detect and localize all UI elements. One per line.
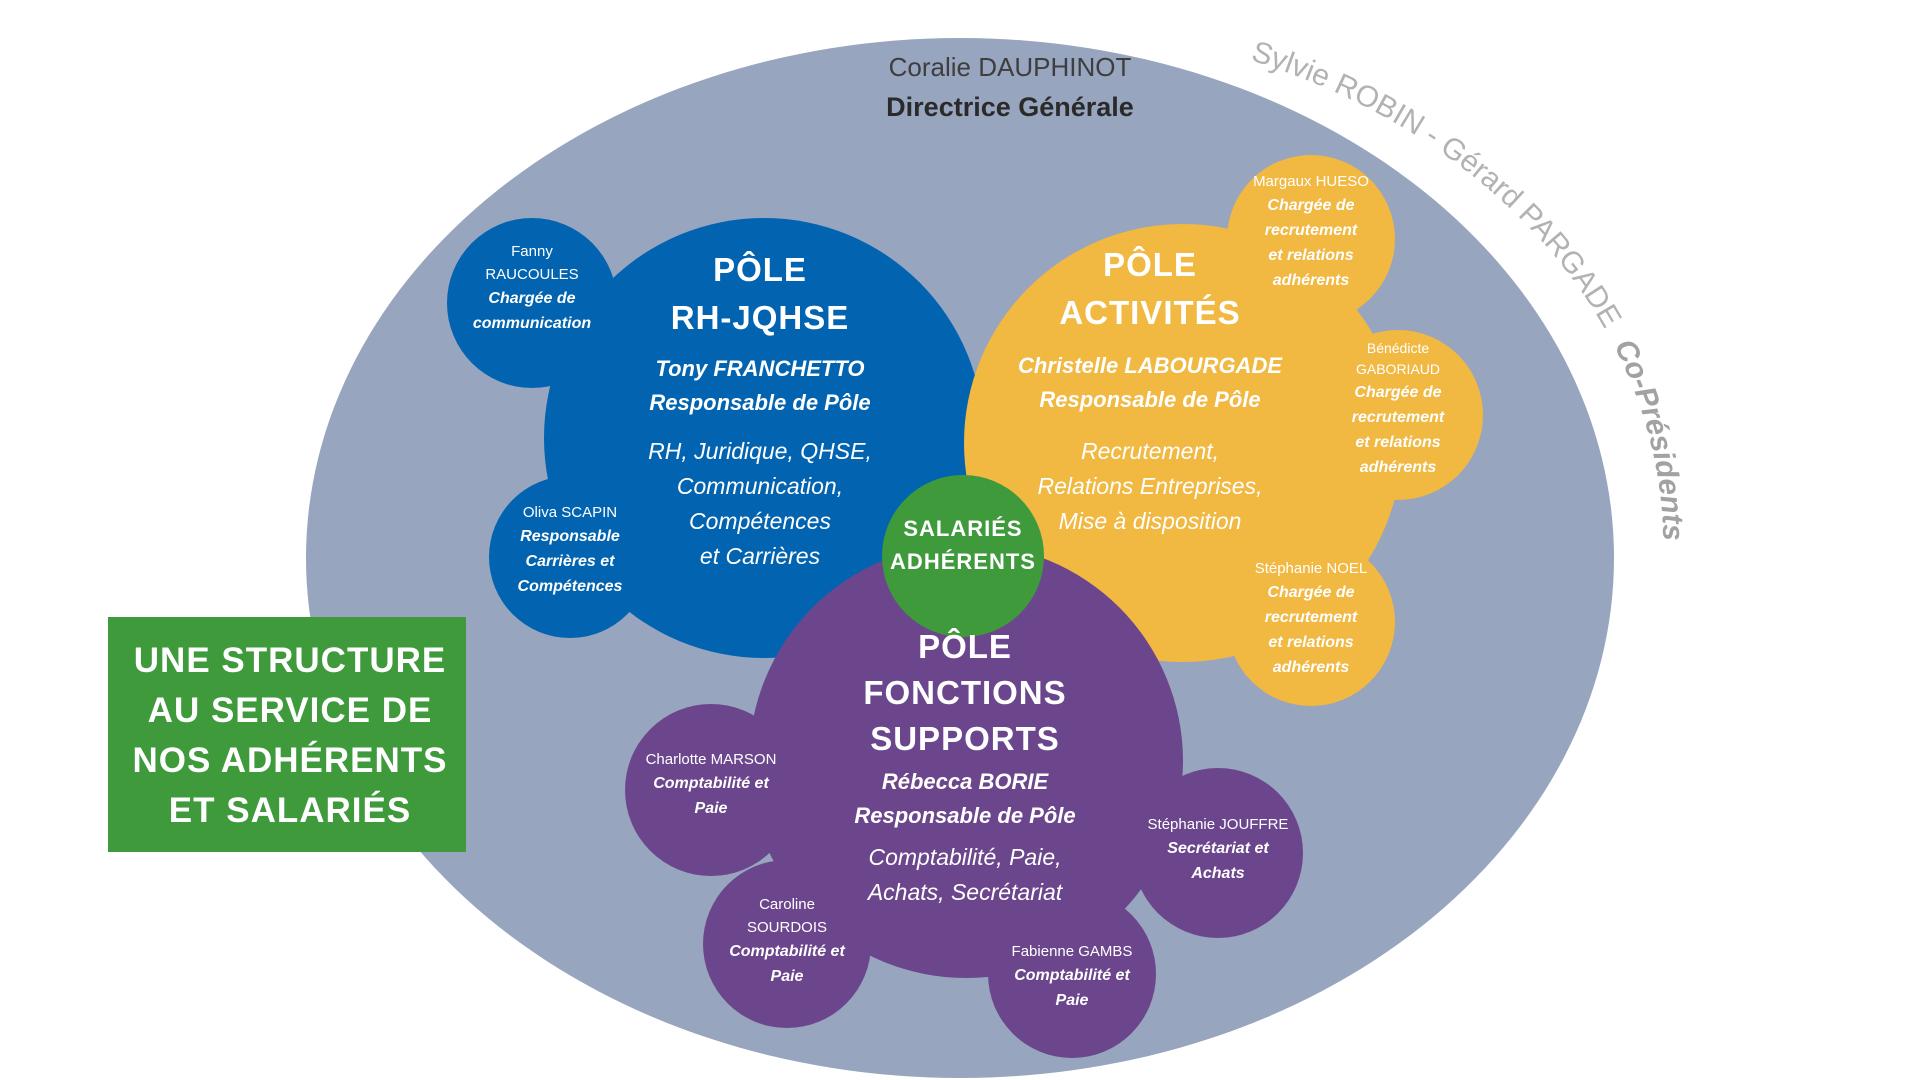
staff-stephanie-jouffre: Stéphanie JOUFFRE Secrétariat et Achats (1128, 813, 1308, 886)
pole-activites-lead-role: Responsable de Pôle (1039, 387, 1261, 412)
center-label: SALARIÉS ADHÉRENTS (882, 512, 1044, 578)
copresidents-role: Co-Présidents (1608, 334, 1690, 541)
staff-charlotte: Charlotte MARSON Comptabilité et Paie (625, 748, 797, 821)
pole-activites-desc-line: Recrutement, (1080, 438, 1220, 464)
pole-supports-title-line: PÔLE (918, 628, 1012, 665)
staff-fabienne: Fabienne GAMBS Comptabilité et Paie (988, 940, 1156, 1013)
staff-name: RAUCOULES (485, 266, 579, 283)
staff-circle-margaux (1227, 155, 1395, 323)
pole-activites-description: Recrutement, Relations Entreprises, Mise… (1000, 434, 1300, 539)
staff-circle-stephanie-noel (1227, 538, 1395, 706)
staff-role: Comptabilité et (653, 775, 769, 792)
staff-role: Compétences (517, 578, 623, 595)
staff-margaux: Margaux HUESO Chargée de recrutement et … (1222, 170, 1400, 293)
staff-role: Paie (770, 968, 804, 985)
pole-rh-title: PÔLE RH-JQHSE (620, 246, 900, 342)
staff-name: Bénédicte (1366, 340, 1430, 356)
staff-role: adhérents (1359, 459, 1437, 476)
pole-supports-title: PÔLE FONCTIONS SUPPORTS (820, 624, 1110, 762)
center-label-line: SALARIÉS (903, 516, 1023, 541)
director-role: Directrice Générale (886, 92, 1134, 122)
staff-fanny: Fanny RAUCOULES Chargée de communication (447, 240, 617, 336)
pole-activites-desc-line: Mise à disposition (1058, 508, 1242, 534)
pole-rh-desc-line: Communication, (676, 473, 844, 499)
staff-circle-fabienne (988, 890, 1156, 1058)
staff-name: Stéphanie JOUFFRE (1147, 816, 1289, 833)
pole-activites-title-line: PÔLE (1103, 246, 1197, 283)
pole-supports-title-line: FONCTIONS (863, 674, 1067, 711)
pole-rh-lead: Tony FRANCHETTO Responsable de Pôle (600, 352, 920, 420)
pole-supports-description: Comptabilité, Paie, Achats, Secrétariat (810, 840, 1120, 910)
staff-circle-stephanie-jouffre (1133, 768, 1303, 938)
staff-role: adhérents (1272, 659, 1350, 676)
staff-role: Chargée de (1267, 197, 1355, 214)
mission-banner-line: AU SERVICE DE (147, 691, 433, 730)
staff-role: Paie (1055, 992, 1089, 1009)
pole-supports-lead: Rébecca BORIE Responsable de Pôle (810, 765, 1120, 833)
staff-role: recrutement (1264, 609, 1358, 626)
pole-activites-title-line: ACTIVITÉS (1059, 294, 1241, 331)
pole-activites-desc-line: Relations Entreprises, (1037, 473, 1263, 499)
staff-role: Comptabilité et (729, 943, 845, 960)
staff-caroline: Caroline SOURDOIS Comptabilité et Paie (703, 893, 871, 989)
pole-rh-desc-line: Compétences (689, 508, 831, 534)
staff-role: adhérents (1272, 272, 1350, 289)
mission-banner-line: ET SALARIÉS (168, 791, 412, 830)
mission-banner-line: NOS ADHÉRENTS (132, 741, 448, 780)
staff-role: et relations (1268, 634, 1354, 651)
pole-activites-lead: Christelle LABOURGADE Responsable de Pôl… (990, 349, 1310, 417)
pole-supports-lead-role: Responsable de Pôle (854, 803, 1076, 828)
staff-role: Paie (694, 800, 728, 817)
pole-activites-lead-name: Christelle LABOURGADE (1017, 353, 1283, 378)
staff-role: Chargée de (488, 290, 576, 307)
staff-role: Chargée de (1354, 384, 1442, 401)
pole-supports-title-line: SUPPORTS (870, 720, 1060, 757)
staff-name: Fabienne GAMBS (1011, 943, 1133, 960)
mission-banner-text: UNE STRUCTURE AU SERVICE DE NOS ADHÉRENT… (108, 636, 472, 836)
pole-supports-desc-line: Achats, Secrétariat (867, 879, 1063, 905)
pole-rh-lead-name: Tony FRANCHETTO (655, 356, 865, 381)
center-circle (882, 475, 1044, 637)
staff-name: Caroline (759, 896, 815, 913)
staff-name: Charlotte MARSON (645, 751, 777, 768)
center-label-line: ADHÉRENTS (890, 549, 1036, 574)
staff-name: GABORIAUD (1355, 361, 1440, 377)
staff-role: recrutement (1351, 409, 1445, 426)
pole-supports-lead-name: Rébecca BORIE (881, 769, 1049, 794)
staff-name: Oliva SCAPIN (522, 504, 618, 521)
staff-name: Fanny (511, 243, 553, 260)
staff-role: Carrières et (525, 553, 615, 570)
mission-banner-line: UNE STRUCTURE (133, 641, 447, 680)
staff-role: et relations (1355, 434, 1441, 451)
staff-name: Margaux HUESO (1253, 173, 1369, 190)
staff-circle-charlotte (625, 704, 797, 876)
staff-circle-benedicte (1313, 330, 1483, 500)
staff-role: Achats (1191, 865, 1245, 882)
pole-rh-title-line: PÔLE (713, 251, 807, 288)
director-name: Coralie DAUPHINOT (888, 52, 1132, 82)
staff-role: Responsable (520, 528, 620, 545)
staff-benedicte: Bénédicte GABORIAUD Chargée de recruteme… (1313, 338, 1483, 480)
staff-oliva: Oliva SCAPIN Responsable Carrières et Co… (484, 501, 656, 599)
staff-circle-oliva (489, 476, 651, 638)
staff-role: et relations (1268, 247, 1354, 264)
staff-role: recrutement (1264, 222, 1358, 239)
staff-role: Comptabilité et (1014, 967, 1130, 984)
pole-rh-title-line: RH-JQHSE (670, 299, 850, 336)
staff-stephanie-noel: Stéphanie NOEL Chargée de recrutement et… (1222, 557, 1400, 680)
staff-name: SOURDOIS (746, 919, 827, 936)
staff-name: Stéphanie NOEL (1254, 560, 1368, 577)
pole-activites-title: PÔLE ACTIVITÉS (1010, 241, 1290, 337)
staff-role: Secrétariat et (1167, 840, 1269, 857)
staff-circle-caroline (703, 860, 871, 1028)
staff-role: communication (472, 315, 592, 332)
pole-supports-desc-line: Comptabilité, Paie, (868, 844, 1062, 870)
mission-banner (108, 617, 466, 852)
staff-circle-fanny (447, 218, 617, 388)
pole-rh-lead-role: Responsable de Pôle (649, 390, 871, 415)
pole-rh-desc-line: RH, Juridique, QHSE, (648, 438, 872, 464)
pole-rh-desc-line: et Carrières (699, 543, 821, 569)
pole-rh-description: RH, Juridique, QHSE, Communication, Comp… (600, 434, 920, 574)
staff-role: Chargée de (1267, 584, 1355, 601)
